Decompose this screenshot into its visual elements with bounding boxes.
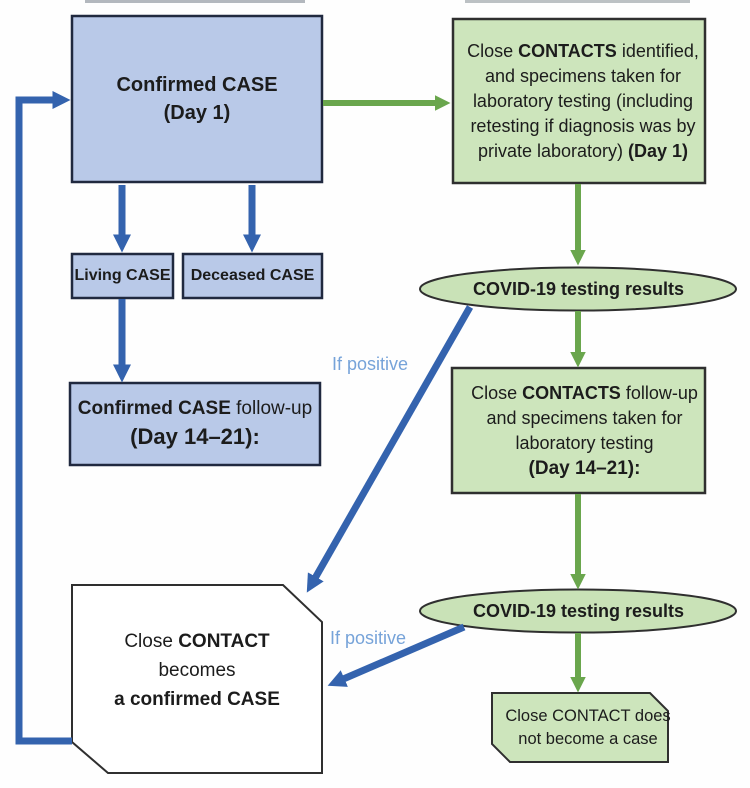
testing-results-1-label: COVID-19 testing results xyxy=(472,278,685,299)
if-positive-label-1: If positive xyxy=(331,354,409,374)
confirmed-case-followup-box xyxy=(68,381,322,467)
loop-arrow-becomes-case-to-confirmed-case xyxy=(15,90,72,745)
testing-results-2-ellipse xyxy=(419,588,737,634)
confirmed-case-label: Confirmed CASE (Day 1) xyxy=(116,74,278,124)
arrow-results2-if-positive xyxy=(327,623,466,687)
contact-not-case-box xyxy=(491,692,669,763)
living-case-label: Living CASE xyxy=(74,267,171,285)
confirmed-case-box xyxy=(70,14,324,184)
arrow-results1-if-positive xyxy=(306,305,474,593)
confirmed-case-followup-label: Confirmed CASE follow-up (Day 14–21): xyxy=(77,398,313,449)
close-contacts-identified-label: Close CONTACTS identified, and specimens… xyxy=(467,40,699,161)
if-positive-label-2: If positive xyxy=(329,628,407,648)
testing-results-2-label: COVID-19 testing results xyxy=(472,600,685,621)
deceased-case-box xyxy=(181,252,324,300)
cropped-top-bar-right xyxy=(465,0,690,3)
testing-results-1-ellipse xyxy=(419,266,737,312)
contact-not-case-label: Close CONTACT does not become a case xyxy=(505,706,671,748)
living-case-box xyxy=(70,252,175,300)
close-contacts-followup-label: Close CONTACTS follow-up and specimens t… xyxy=(471,382,698,479)
close-contacts-identified-box xyxy=(451,17,707,185)
cropped-top-bar-left xyxy=(85,0,305,3)
deceased-case-label: Deceased CASE xyxy=(190,267,315,285)
close-contacts-followup-box xyxy=(450,366,707,495)
contact-becomes-case-label: Close CONTACT becomes a confirmed CASE xyxy=(114,631,280,710)
